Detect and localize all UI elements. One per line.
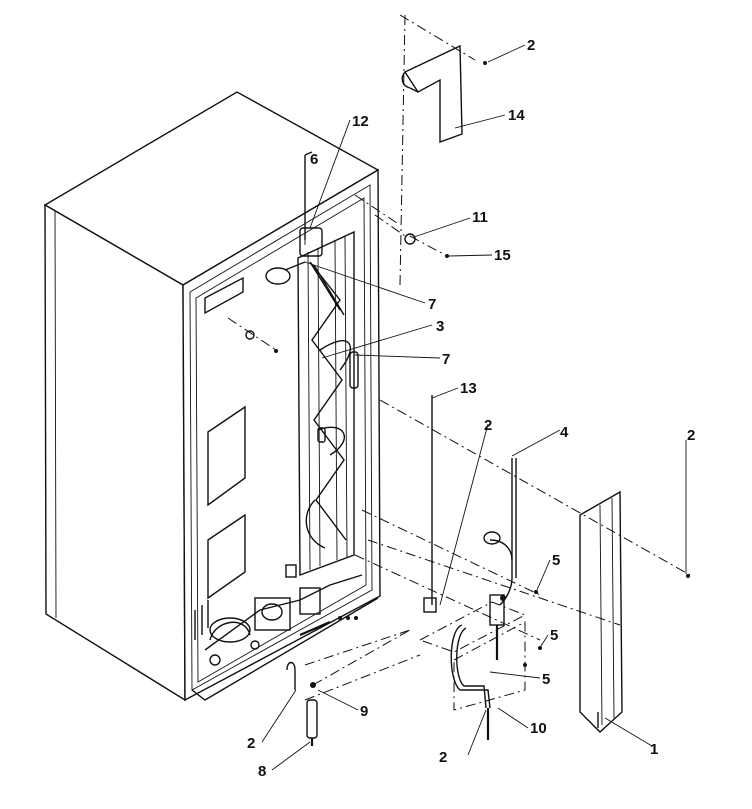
part-1-side-panel	[579, 490, 623, 733]
callout-2: 2	[484, 417, 492, 434]
part-14-cover-bracket	[401, 44, 463, 143]
back-panel-details	[204, 276, 297, 600]
panel-explosion-lines	[354, 399, 691, 641]
callout-4: 4	[560, 424, 569, 441]
part-11-grommet	[404, 233, 416, 245]
cabinet-base	[191, 597, 421, 701]
callout-11: 11	[472, 209, 488, 226]
callout-1: 1	[650, 741, 658, 758]
callout-2: 2	[439, 749, 447, 766]
callout-3: 3	[436, 318, 444, 335]
callout-2: 2	[687, 427, 695, 444]
callout-2: 2	[247, 735, 255, 752]
callout-2: 2	[527, 37, 535, 54]
callout-labels: 1 2 2 2 2 2 2 3 4 5 5 5 6 7 7 8 9 10 11 …	[247, 37, 695, 780]
part-9-clip	[286, 629, 411, 690]
refrigerator-cabinet	[43, 91, 381, 702]
callout-6: 6	[310, 151, 318, 168]
part-4-power-cord	[483, 458, 517, 606]
condenser-coil	[297, 230, 359, 577]
callout-12: 12	[352, 113, 369, 130]
top-explosion-lines	[354, 14, 476, 286]
callout-7: 7	[442, 351, 450, 368]
callout-13: 13	[460, 380, 477, 397]
callout-15: 15	[494, 247, 511, 264]
part-8-sensor	[306, 699, 318, 746]
part-10-drain-hose	[450, 594, 506, 740]
callout-7: 7	[428, 296, 436, 313]
part-15-screw	[445, 254, 449, 258]
callout-5: 5	[542, 671, 550, 688]
compressor-area	[194, 574, 363, 666]
mounting-plate-outline	[418, 601, 527, 711]
leader-lines	[261, 44, 653, 771]
callout-5: 5	[552, 552, 560, 569]
part-2-screw-top	[483, 61, 487, 65]
callout-10: 10	[530, 720, 547, 737]
callout-9: 9	[360, 703, 368, 720]
callout-8: 8	[258, 763, 266, 780]
part-5-screws	[523, 590, 542, 667]
part-13-bracket	[423, 395, 437, 613]
callout-14: 14	[508, 107, 525, 124]
callout-5: 5	[550, 627, 558, 644]
